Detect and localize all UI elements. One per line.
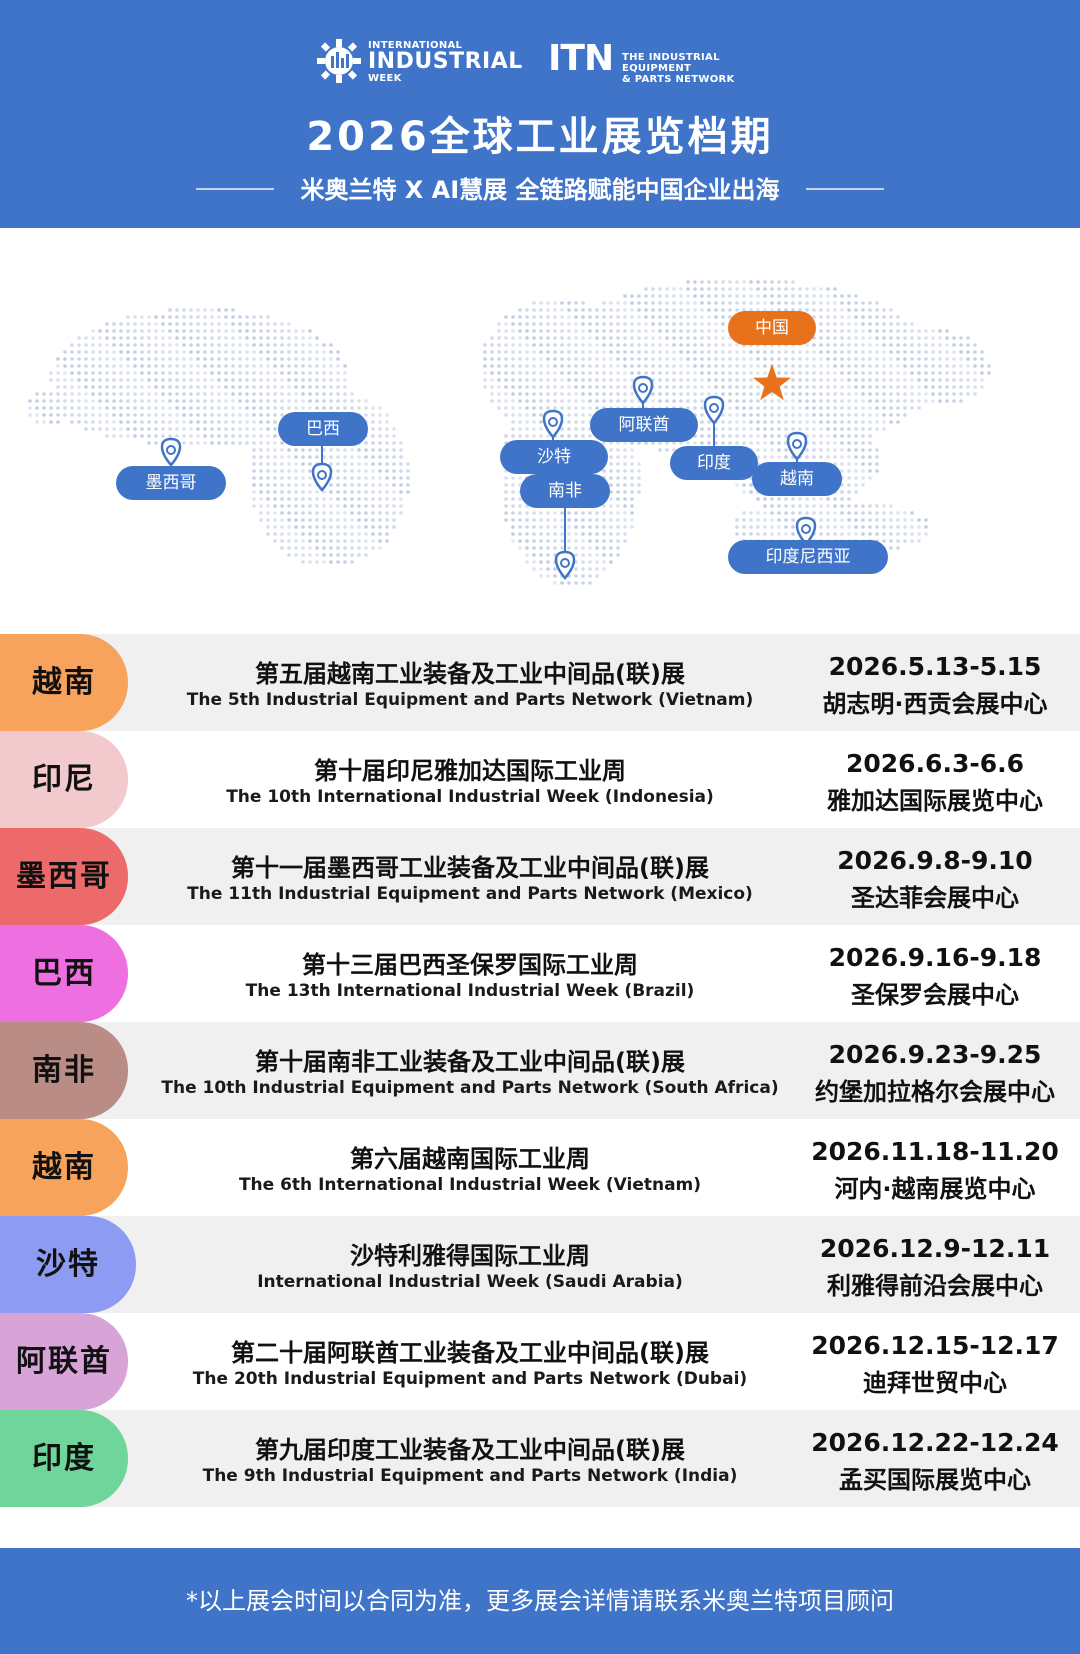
event-date: 2026.12.15-12.17 [811, 1331, 1059, 1360]
map-label-india: 印度 [670, 446, 758, 480]
event-venue: 圣保罗会展中心 [851, 981, 1019, 1009]
map-label-mexico: 墨西哥 [116, 466, 226, 500]
event-venue: 迪拜世贸中心 [863, 1369, 1007, 1397]
event-date: 2026.12.22-12.24 [811, 1428, 1059, 1457]
page-title: 2026全球工业展览档期 [306, 114, 774, 160]
map-label-uae: 阿联酋 [590, 408, 698, 442]
pin-vietnam [786, 431, 808, 462]
event-name-cn: 沙特利雅得国际工业周 [350, 1242, 590, 1270]
event-name-en: The 11th Industrial Equipment and Parts … [187, 884, 753, 904]
event-date: 2026.12.9-12.11 [819, 1234, 1051, 1263]
country-tag: 墨西哥 [0, 828, 128, 925]
map-label-vietnam: 越南 [752, 462, 842, 496]
event-name-cn: 第二十届阿联酋工业装备及工业中间品(联)展 [231, 1339, 709, 1367]
country-tag: 巴西 [0, 925, 128, 1022]
event-date: 2026.11.18-11.20 [811, 1137, 1059, 1166]
pin-mexico [160, 437, 182, 467]
subtitle-row: 米奥兰特 X AI慧展 全链路赋能中国企业出海 [0, 170, 1080, 206]
event-venue: 利雅得前沿会展中心 [827, 1272, 1043, 1300]
event-date: 2026.9.16-9.18 [828, 943, 1042, 972]
pin-uae [632, 375, 654, 408]
event-date: 2026.6.3-6.6 [845, 749, 1025, 778]
logo-line-3: WEEK [368, 73, 402, 84]
country-tag: 南非 [0, 1022, 128, 1119]
event-name-cn: 第十届印尼雅加达国际工业周 [314, 757, 626, 785]
event-name-en: The 13th International Industrial Week (… [245, 981, 695, 1001]
subtitle-divider-right [806, 188, 884, 190]
pin-south-africa [554, 508, 576, 580]
event-name-en: The 10th Industrial Equipment and Parts … [161, 1078, 779, 1098]
map-label-brazil: 巴西 [278, 412, 368, 446]
page-subtitle: 米奥兰特 X AI慧展 全链路赋能中国企业出海 [300, 176, 780, 204]
map-label-saudi: 沙特 [500, 440, 608, 474]
event-name-cn: 第十届南非工业装备及工业中间品(联)展 [255, 1048, 685, 1076]
event-name-en: The 20th Industrial Equipment and Parts … [192, 1369, 748, 1389]
map-label-china: 中国 [728, 311, 816, 345]
event-name-cn: 第六届越南国际工业周 [350, 1145, 590, 1173]
pin-saudi [542, 409, 564, 440]
country-tag: 越南 [0, 1119, 128, 1216]
event-venue: 约堡加拉格尔会展中心 [815, 1078, 1055, 1106]
logo-line-1: INTERNATIONAL [368, 40, 463, 51]
map-label-south-africa: 南非 [520, 474, 610, 508]
header-banner: INTERNATIONAL INDUSTRIAL WEEK ITN THE IN… [0, 0, 1080, 228]
event-venue: 胡志明·西贡会展中心 [822, 690, 1048, 718]
star-icon [753, 364, 791, 401]
itn-line-1: THE INDUSTRIAL EQUIPMENT [622, 52, 720, 74]
event-name-cn: 第十三届巴西圣保罗国际工业周 [302, 951, 638, 979]
country-tag: 印度 [0, 1410, 128, 1507]
logo-line-2: INDUSTRIAL [368, 49, 523, 74]
event-venue: 雅加达国际展览中心 [827, 787, 1043, 815]
event-name-en: The 10th International Industrial Week (… [226, 787, 714, 807]
itn-line-2: & PARTS NETWORK [622, 74, 735, 85]
industrial-week-logo: INTERNATIONAL INDUSTRIAL WEEK [316, 36, 522, 86]
event-name-cn: 第五届越南工业装备及工业中间品(联)展 [255, 660, 685, 688]
event-name-cn: 第九届印度工业装备及工业中间品(联)展 [255, 1436, 685, 1464]
country-tag: 沙特 [0, 1216, 136, 1313]
pin-india [703, 395, 725, 446]
pin-brazil [311, 446, 333, 492]
country-tag: 阿联酋 [0, 1313, 128, 1410]
itn-mark: ITN [548, 38, 614, 79]
world-map: 中国 墨西哥 巴西 沙特 南非 阿联酋 印度 越南 印度尼西亚 [0, 228, 1080, 632]
event-name-en: The 5th Industrial Equipment and Parts N… [186, 690, 754, 710]
event-name-en: International Industrial Week (Saudi Ara… [257, 1272, 683, 1292]
event-date: 2026.9.8-9.10 [837, 846, 1033, 875]
event-venue: 孟买国际展览中心 [839, 1466, 1031, 1494]
event-venue: 圣达菲会展中心 [851, 884, 1019, 912]
event-name-cn: 第十一届墨西哥工业装备及工业中间品(联)展 [231, 854, 709, 882]
footer-note: *以上展会时间以合同为准，更多展会详情请联系米奥兰特项目顾问 [0, 1548, 1080, 1654]
event-date: 2026.5.13-5.15 [828, 652, 1042, 681]
event-date: 2026.9.23-9.25 [828, 1040, 1042, 1069]
subtitle-divider-left [196, 188, 274, 190]
map-label-indonesia: 印度尼西亚 [728, 540, 888, 574]
event-venue: 河内·越南展览中心 [834, 1175, 1036, 1203]
country-tag: 印尼 [0, 731, 128, 828]
dotted-world-map [28, 280, 991, 585]
country-tag: 越南 [0, 634, 128, 731]
event-name-en: The 9th Industrial Equipment and Parts N… [202, 1466, 738, 1486]
event-name-en: The 6th International Industrial Week (V… [238, 1175, 702, 1195]
gear-icon [317, 39, 361, 83]
itn-logo: ITN THE INDUSTRIAL EQUIPMENT & PARTS NET… [548, 36, 768, 86]
